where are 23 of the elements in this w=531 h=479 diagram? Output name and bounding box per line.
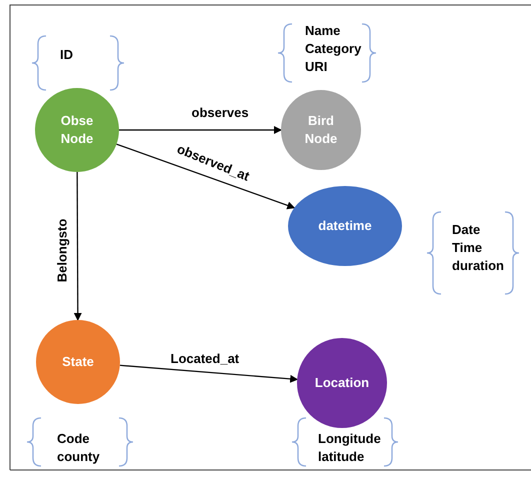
arrow <box>120 364 298 383</box>
attribute-text: URI <box>305 58 328 76</box>
attribute-text: Longitude <box>318 430 381 448</box>
entity-circle: Obse Node <box>35 88 119 172</box>
edge-label: Located_at <box>170 350 240 366</box>
attribute-text: latitude <box>318 448 366 466</box>
attribute-text: Code <box>57 430 90 448</box>
entity-circle: datetime <box>288 186 402 266</box>
edge-label: Belongsto <box>54 218 70 282</box>
attribute-text: duration <box>452 257 504 275</box>
arrow <box>116 144 296 210</box>
entity-circle: State <box>36 320 120 404</box>
arrow <box>119 126 282 134</box>
entity-circle: Bird Node <box>281 90 361 170</box>
attribute-text: county <box>57 448 100 466</box>
attribute-text: Time <box>452 239 484 257</box>
edge-label: observes <box>192 104 249 120</box>
arrow <box>74 172 82 321</box>
attribute-text: Name <box>305 22 342 40</box>
attribute-text: Category <box>305 40 362 58</box>
attribute-text: Date <box>452 221 482 239</box>
entity-circle: Location <box>297 338 387 428</box>
attribute-text: ID <box>60 46 73 64</box>
